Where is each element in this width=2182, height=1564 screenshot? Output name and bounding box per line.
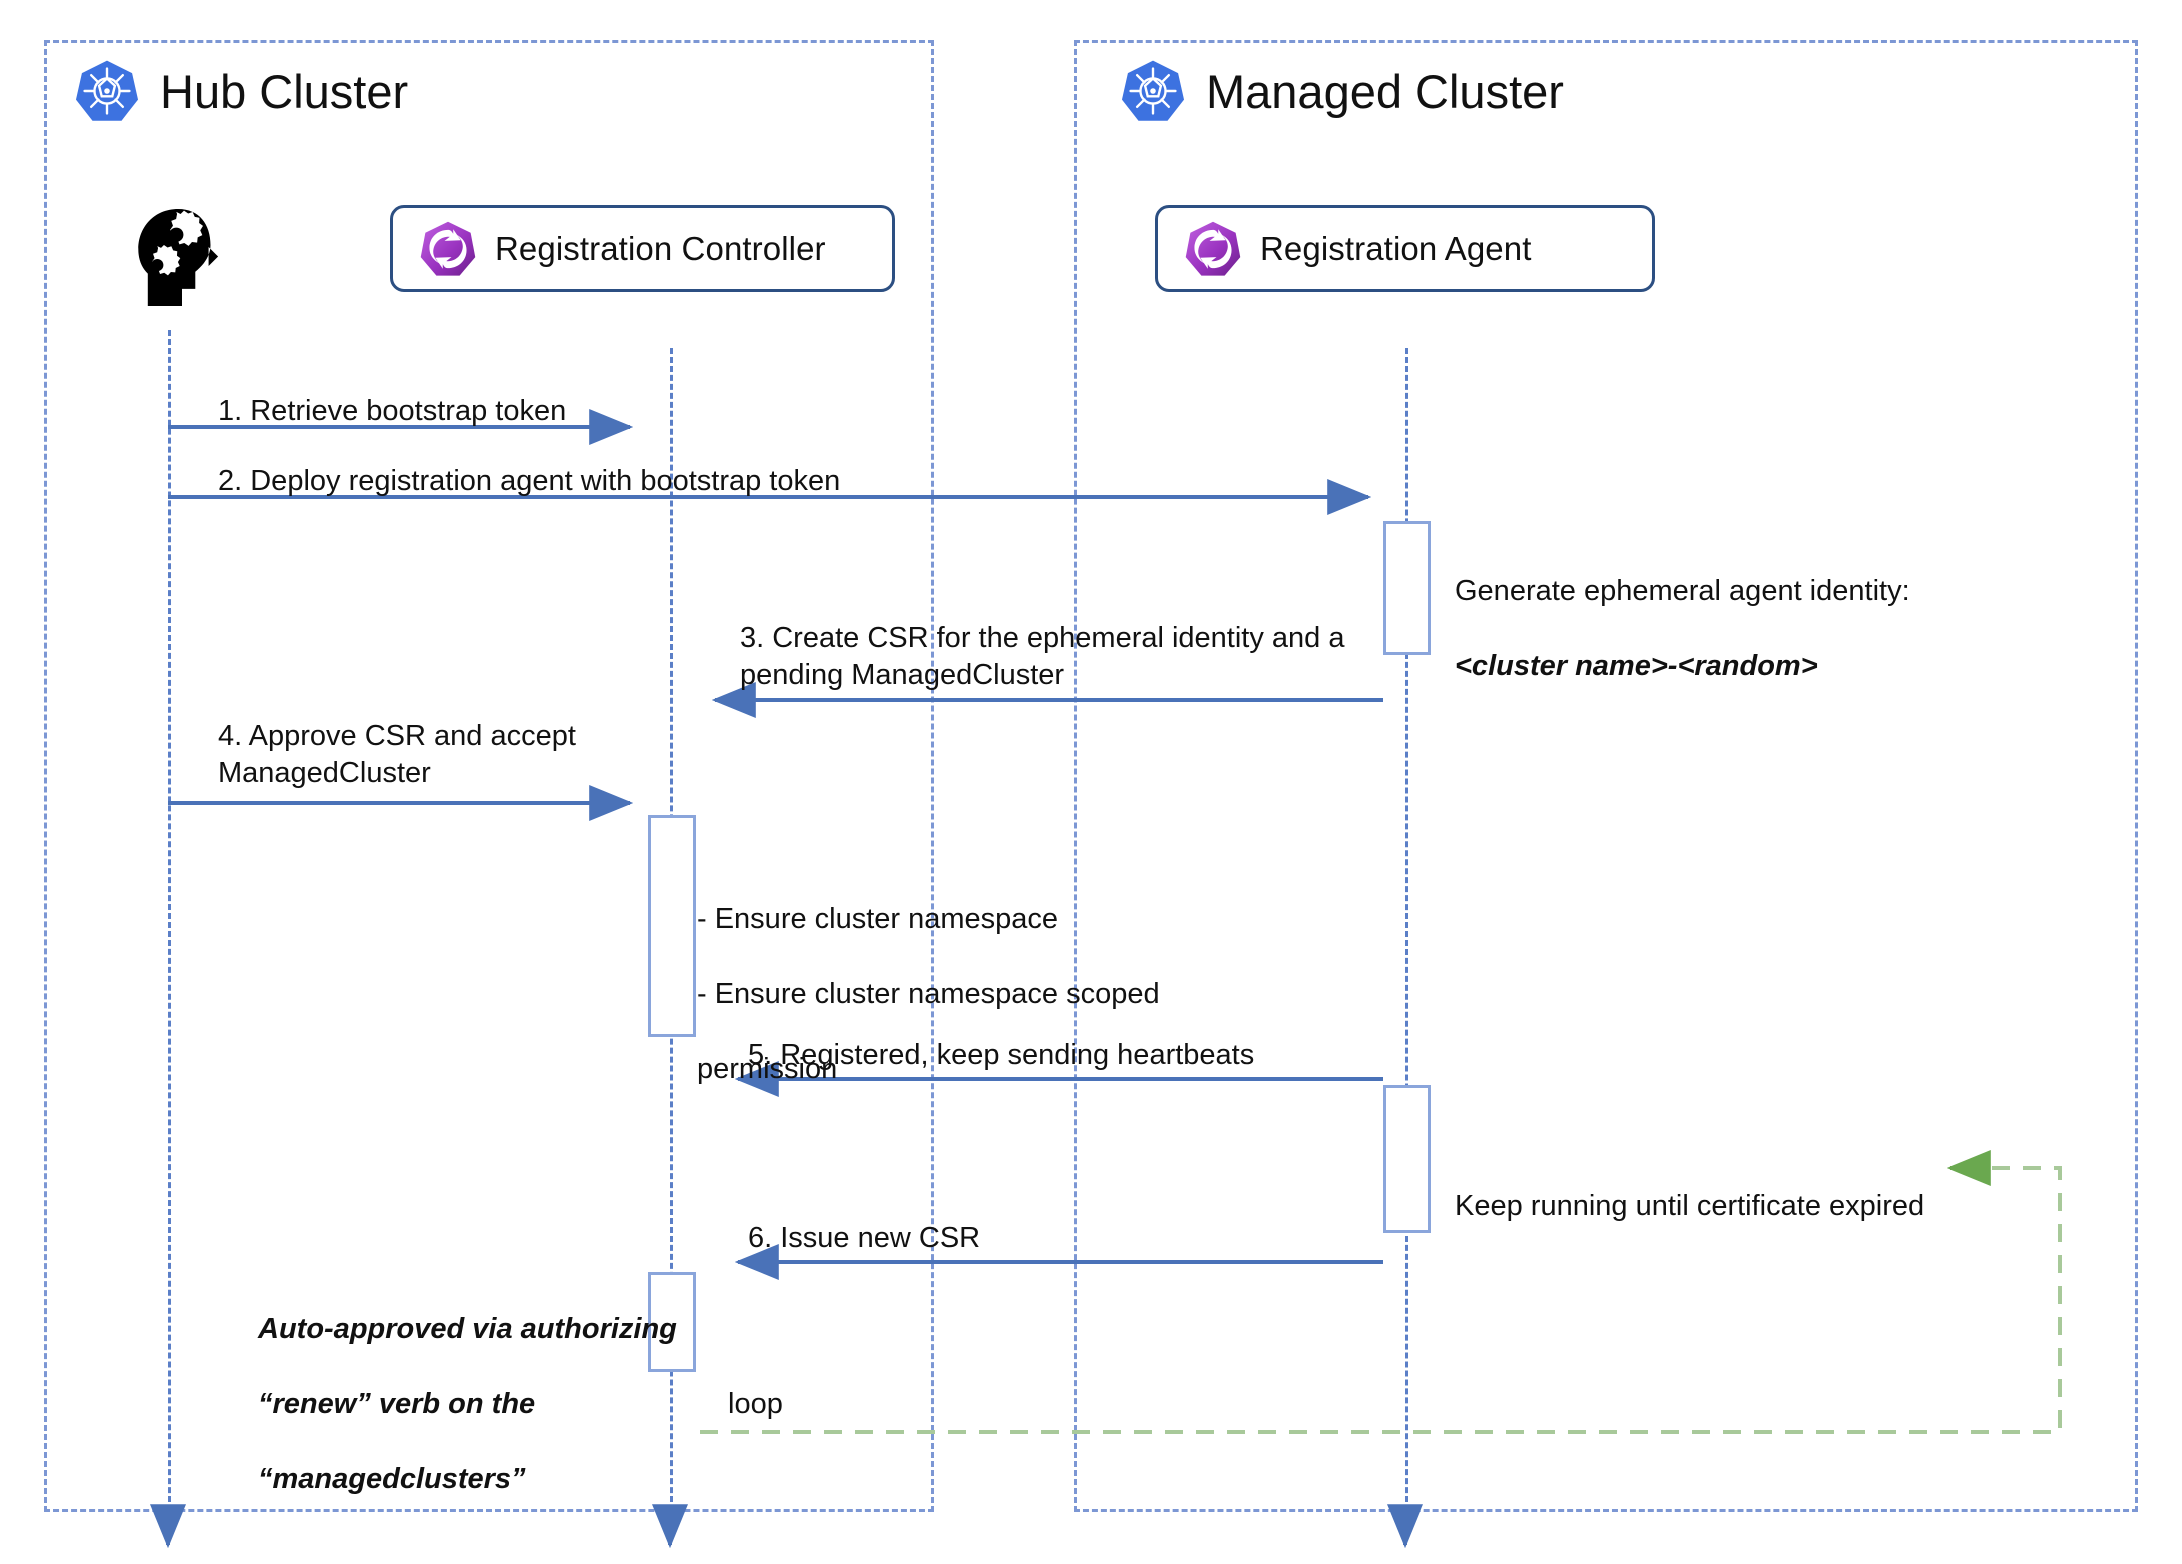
activation-agent-identity xyxy=(1383,521,1431,655)
loop-label: loop xyxy=(728,1388,783,1420)
note-line: - Ensure cluster namespace xyxy=(697,902,1059,935)
note-line: Generate ephemeral agent identity: xyxy=(1455,574,1910,607)
lifeline-registration-agent xyxy=(1405,348,1408,1520)
admin-head-gears-icon xyxy=(125,205,220,310)
participant-registration-controller[interactable]: Registration Controller xyxy=(390,205,895,292)
note-line: - Ensure cluster namespace scoped xyxy=(697,978,1160,1011)
container-hub-cluster xyxy=(44,40,934,1512)
note-line: permission xyxy=(697,1053,838,1086)
ocm-logo-icon xyxy=(419,220,477,278)
participant-label: Registration Controller xyxy=(495,229,826,267)
note-ephemeral-identity: Generate ephemeral agent identity: <clus… xyxy=(1455,535,1910,723)
participant-label: Registration Agent xyxy=(1260,229,1532,267)
message-label-2: 2. Deploy registration agent with bootst… xyxy=(218,465,841,497)
participant-registration-agent[interactable]: Registration Agent xyxy=(1155,205,1655,292)
note-line: Keep running until certificate expired xyxy=(1455,1189,1925,1222)
note-line: Auto-approved via authorizing xyxy=(258,1312,677,1345)
activation-controller-renew xyxy=(648,1272,696,1372)
note-keep-running: Keep running until certificate expired xyxy=(1455,1150,1924,1263)
managed-cluster-label: Managed Cluster xyxy=(1206,64,1564,118)
lifeline-admin xyxy=(168,330,171,1520)
kubernetes-icon xyxy=(74,58,140,124)
message-label-6: 6. Issue new CSR xyxy=(748,1222,981,1254)
ocm-logo-icon xyxy=(1184,220,1242,278)
hub-cluster-title: Hub Cluster xyxy=(74,58,408,124)
message-label-3: 3. Create CSR for the ephemeral identity… xyxy=(740,622,1345,692)
activation-agent-heartbeat xyxy=(1383,1085,1431,1233)
note-line-italic: <cluster name>-<random> xyxy=(1455,650,1818,683)
kubernetes-icon xyxy=(1120,58,1186,124)
container-managed-cluster xyxy=(1074,40,2138,1512)
hub-cluster-label: Hub Cluster xyxy=(160,64,409,118)
note-line: “managedclusters” xyxy=(258,1463,526,1496)
note-line: “renew” verb on the xyxy=(258,1388,536,1421)
note-auto-approved: Auto-approved via authorizing “renew” ve… xyxy=(258,1273,677,1537)
message-label-1: 1. Retrieve bootstrap token xyxy=(218,395,567,427)
message-label-5: 5. Registered, keep sending heartbeats xyxy=(748,1039,1255,1071)
managed-cluster-title: Managed Cluster xyxy=(1120,58,1564,124)
note-cluster-namespace: - Ensure cluster namespace - Ensure clus… xyxy=(697,863,1160,1127)
message-label-4: 4. Approve CSR and accept ManagedCluster xyxy=(218,720,576,790)
activation-controller-namespace xyxy=(648,815,696,1037)
